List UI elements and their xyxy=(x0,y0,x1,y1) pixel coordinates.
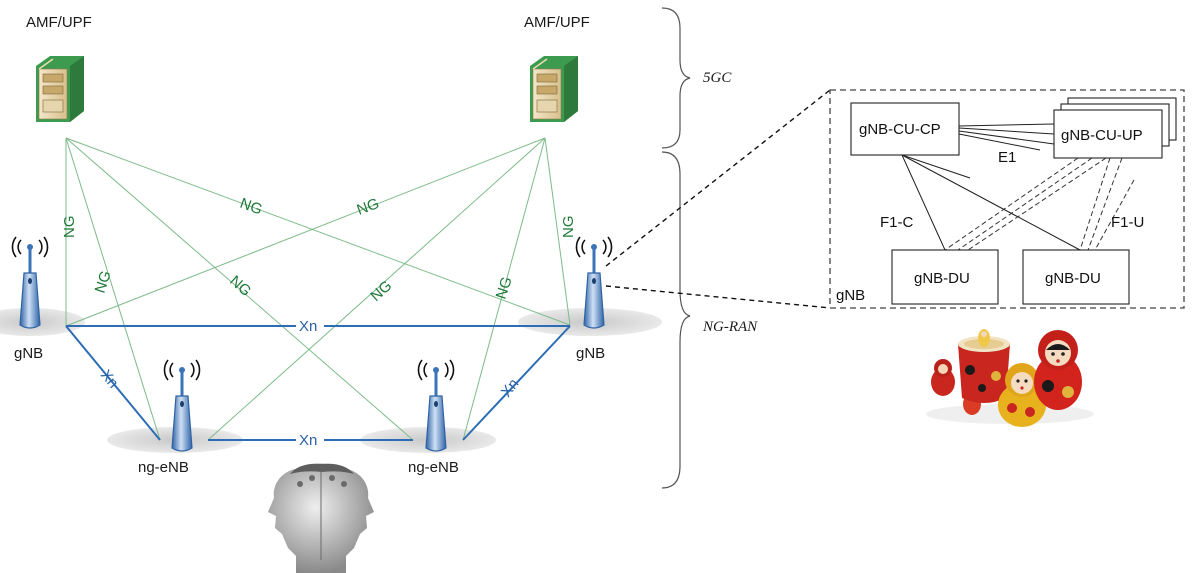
ng-label: NG xyxy=(560,216,577,239)
gnb-cu-up-label: gNB-CU-UP xyxy=(1061,127,1143,144)
server-icon xyxy=(529,55,579,123)
amf-upf-right-label: AMF/UPF xyxy=(524,14,590,31)
ng-label: NG xyxy=(238,195,265,219)
5gc-label: 5GC xyxy=(703,70,732,86)
e1-label: E1 xyxy=(998,149,1016,166)
zoom-callout-lines xyxy=(605,89,831,309)
gnb-detail-panel: gNB gNB-CU-UP gNB-CU-CP gNB-DU gNB-DU E1… xyxy=(829,89,1185,309)
gnb-container-label: gNB xyxy=(836,287,865,304)
braces xyxy=(661,7,691,489)
matryoshka-dolls-image xyxy=(926,329,1094,427)
xn-label: Xn xyxy=(299,432,317,449)
ng-label: NG xyxy=(226,272,254,300)
ng-label: NG xyxy=(493,275,516,302)
ng-enb-left-label: ng-eNB xyxy=(138,459,189,476)
ng-ran-brace xyxy=(661,151,691,489)
ng-enb-right-label: ng-eNB xyxy=(408,459,459,476)
ng-ran-label: NG-RAN xyxy=(702,319,758,335)
5gc-brace xyxy=(661,7,691,149)
gnb-du-right-label: gNB-DU xyxy=(1045,270,1101,287)
ng-links xyxy=(65,137,571,441)
amf-upf-left-label: AMF/UPF xyxy=(26,14,92,31)
ng-label: NG xyxy=(92,269,115,296)
f1-u-label: F1-U xyxy=(1111,214,1144,231)
ng-labels: NG NG NG NG NG NG NG NG xyxy=(61,195,577,305)
gnb-left-label: gNB xyxy=(14,345,43,362)
ng-label: NG xyxy=(355,195,382,219)
server-icon xyxy=(35,55,85,123)
janus-head-image xyxy=(268,463,374,573)
xn-links xyxy=(65,325,571,441)
gnb-du-left-label: gNB-DU xyxy=(914,270,970,287)
xn-label: Xn xyxy=(299,318,317,335)
f1-c-label: F1-C xyxy=(880,214,914,231)
gnb-cu-cp-label: gNB-CU-CP xyxy=(859,121,941,138)
ng-label: NG xyxy=(61,216,78,239)
ng-label: NG xyxy=(367,277,395,305)
gnb-right-label: gNB xyxy=(576,345,605,362)
